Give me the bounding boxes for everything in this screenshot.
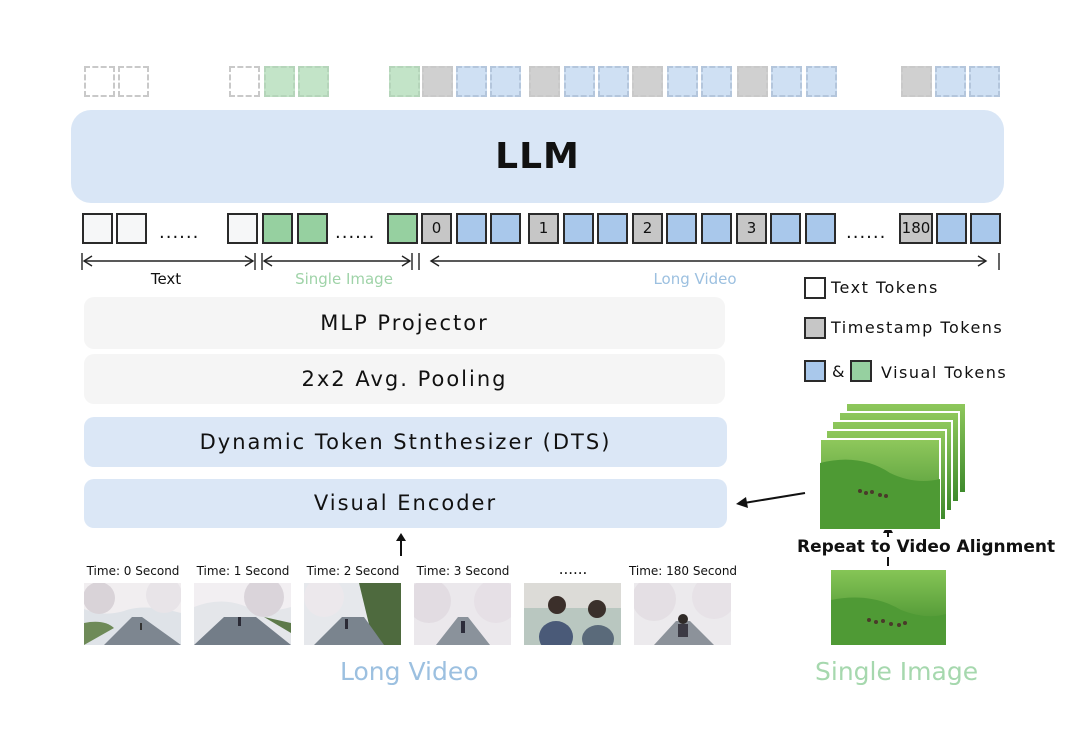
avg-pooling: 2x2 Avg. Pooling [84, 354, 725, 404]
visual-token [770, 213, 801, 244]
dynamic-token-synthesizer: Dynamic Token Stnthesizer (DTS) [84, 417, 727, 467]
legend-image-swatch [850, 360, 872, 382]
frame-caption: Time: 180 Second [628, 564, 738, 578]
frame-caption: Time: 3 Second [416, 564, 510, 578]
visual-token [456, 213, 487, 244]
timestamp-token: 180 [899, 213, 933, 244]
video-frame-image [304, 583, 401, 645]
output-visual-token [701, 66, 732, 97]
visual-encoder-label: Visual Encoder [313, 491, 498, 515]
image-token [387, 213, 418, 244]
visual-encoder: Visual Encoder [84, 479, 727, 528]
output-timestamp-token [632, 66, 663, 97]
single-image [831, 570, 946, 645]
grass-image-icon [831, 570, 946, 645]
output-visual-token [490, 66, 521, 97]
llm-block: LLM [71, 110, 1004, 203]
ellipsis: ...... [159, 222, 200, 243]
legend-visual-tokens: Visual Tokens [881, 363, 1008, 382]
timestamp-label: 2 [642, 219, 653, 237]
ellipsis: ...... [335, 222, 376, 243]
video-frame-image [194, 583, 291, 645]
text-span-label: Text [150, 270, 182, 288]
frame-cherry-road-icon [304, 583, 401, 645]
output-visual-token [667, 66, 698, 97]
legend-timestamp-swatch [804, 317, 826, 339]
output-timestamp-token [737, 66, 768, 97]
timestamp-token: 2 [632, 213, 663, 244]
mlp-projector: MLP Projector [84, 297, 725, 349]
visual-token [666, 213, 697, 244]
visual-token [597, 213, 628, 244]
output-image-token [264, 66, 295, 97]
timestamp-label: 1 [538, 219, 549, 237]
output-visual-token [456, 66, 487, 97]
frame-cherry-road-icon [414, 583, 511, 645]
output-visual-token [564, 66, 595, 97]
ellipsis: ...... [846, 222, 887, 243]
output-image-token [389, 66, 420, 97]
timestamp-token: 1 [528, 213, 559, 244]
long-video-span-label: Long Video [653, 270, 737, 288]
legend-text-swatch [804, 277, 826, 299]
output-text-token [84, 66, 115, 97]
text-token [82, 213, 113, 244]
timestamp-token: 3 [736, 213, 767, 244]
output-timestamp-token [529, 66, 560, 97]
visual-token [490, 213, 521, 244]
single-image-span-label: Single Image [295, 270, 393, 288]
output-timestamp-token [901, 66, 932, 97]
output-image-token [298, 66, 329, 97]
visual-token [563, 213, 594, 244]
dts-label: Dynamic Token Stnthesizer (DTS) [199, 430, 612, 454]
timestamp-token: 0 [421, 213, 452, 244]
text-token [116, 213, 147, 244]
llm-label: LLM [495, 136, 580, 177]
avg-pooling-label: 2x2 Avg. Pooling [301, 367, 508, 391]
visual-token [701, 213, 732, 244]
long-video-caption: Long Video [340, 657, 479, 686]
video-frame-image [84, 583, 181, 645]
image-token [262, 213, 293, 244]
legend-timestamp-tokens: Timestamp Tokens [831, 318, 1004, 337]
grass-image-stack-icon [820, 403, 967, 530]
frame-cherry-road-icon [634, 583, 731, 645]
frame-caption: Time: 1 Second [196, 564, 290, 578]
output-visual-token [771, 66, 802, 97]
legend-visual-swatch [804, 360, 826, 382]
mlp-projector-label: MLP Projector [320, 311, 489, 335]
frame-people-icon [524, 583, 621, 645]
output-visual-token [969, 66, 1000, 97]
repeat-label: Repeat to Video Alignment [797, 537, 1056, 557]
video-frame-image [414, 583, 511, 645]
legend-amp: & [832, 362, 846, 381]
frame-caption: Time: 0 Second [86, 564, 180, 578]
image-token [297, 213, 328, 244]
output-text-token [118, 66, 149, 97]
video-frame-image [524, 583, 621, 645]
visual-token [970, 213, 1001, 244]
visual-token [936, 213, 967, 244]
frame-cherry-road-icon [194, 583, 291, 645]
output-text-token [229, 66, 260, 97]
timestamp-label: 3 [746, 219, 757, 237]
video-frame-image [634, 583, 731, 645]
frame-cherry-road-icon [84, 583, 181, 645]
frame-caption: ...... [558, 560, 588, 578]
output-visual-token [935, 66, 966, 97]
legend-text-tokens: Text Tokens [831, 278, 939, 297]
visual-token [805, 213, 836, 244]
frame-caption: Time: 2 Second [306, 564, 400, 578]
output-visual-token [598, 66, 629, 97]
single-image-caption: Single Image [815, 657, 979, 686]
timestamp-label: 180 [901, 219, 931, 237]
timestamp-label: 0 [431, 219, 442, 237]
output-visual-token [806, 66, 837, 97]
text-token [227, 213, 258, 244]
output-timestamp-token [422, 66, 453, 97]
